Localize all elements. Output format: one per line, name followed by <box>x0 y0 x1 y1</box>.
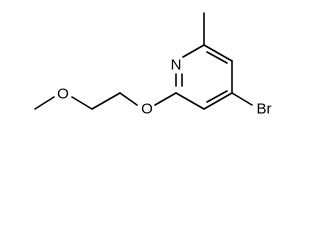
ring-bond-c4-c3-double <box>206 90 228 103</box>
ring-bond-c4-c3 <box>203 92 233 110</box>
chemical-structure: N O O Br <box>34 12 272 118</box>
ether-bond-c2-o <box>154 92 177 106</box>
chain-bond-o-ch3 <box>34 96 55 110</box>
chain-bond-ch2-ch2 <box>91 92 121 110</box>
methoxy-oxygen-atom-label: O <box>57 86 69 103</box>
chain-bond-ch2-o <box>71 96 93 110</box>
ring-bond-n-c6 <box>182 44 205 58</box>
nitrogen-atom-label: N <box>171 57 182 74</box>
ether-oxygen-atom-label: O <box>141 101 153 118</box>
bromine-atom-label: Br <box>257 101 272 118</box>
ring-bond-c6-c5-double <box>206 51 228 64</box>
chain-bond-o-ch2 <box>119 92 138 106</box>
bromo-bond <box>231 92 253 106</box>
ring-bond-c6-c5 <box>203 44 233 62</box>
ring-bond-c3-c2 <box>175 92 205 110</box>
